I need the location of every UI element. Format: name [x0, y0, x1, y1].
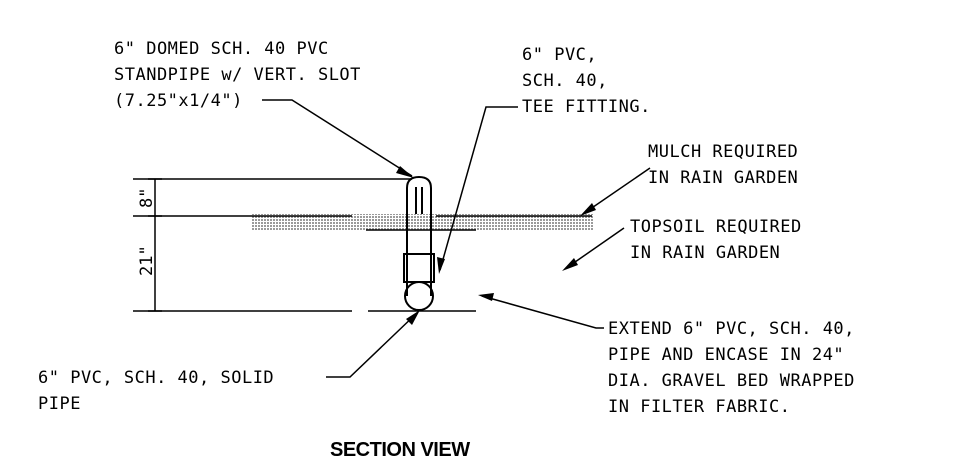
- tee-label-line2: SCH. 40,: [522, 71, 608, 91]
- mulch-layer: [252, 214, 594, 230]
- solid-pipe-label-line2: PIPE: [38, 394, 81, 414]
- topsoil-label-line1: TOPSOIL REQUIRED: [630, 217, 802, 237]
- section-view-title: SECTION VIEW: [330, 439, 470, 461]
- arrow-solid-pipe: [406, 310, 420, 325]
- standpipe-label-line3: (7.25"x1/4"): [114, 91, 243, 111]
- solid-pipe-section: [404, 281, 434, 311]
- leader-extend: [481, 295, 604, 329]
- extend-label-line4: IN FILTER FABRIC.: [608, 397, 791, 417]
- tee-label-line3: TEE FITTING.: [522, 97, 651, 117]
- leader-solid-pipe: [326, 311, 419, 378]
- tee-fitting-body: [403, 253, 435, 283]
- leader-standpipe: [262, 99, 413, 177]
- dimension-bottom: 21": [137, 245, 157, 276]
- arrow-extend: [478, 293, 494, 301]
- standpipe-label-line1: 6" DOMED SCH. 40 PVC: [114, 39, 329, 59]
- arrow-standpipe: [396, 166, 414, 178]
- domed-standpipe: [406, 175, 432, 296]
- leader-mulch: [582, 167, 651, 215]
- arrow-tee: [437, 257, 445, 274]
- mulch-label-line1: MULCH REQUIRED: [648, 142, 798, 162]
- leader-tee: [439, 106, 518, 271]
- tee-label-line1: 6" PVC,: [522, 45, 597, 65]
- extend-label-line1: EXTEND 6" PVC, SCH. 40,: [608, 319, 855, 339]
- arrow-topsoil: [562, 258, 578, 271]
- extend-label-line2: PIPE AND ENCASE IN 24": [608, 345, 844, 365]
- dimension-top: 8": [137, 188, 157, 208]
- mulch-label-line2: IN RAIN GARDEN: [648, 168, 798, 188]
- extend-label-line3: DIA. GRAVEL BED WRAPPED: [608, 371, 855, 391]
- arrow-mulch: [580, 203, 596, 216]
- topsoil-label-line2: IN RAIN GARDEN: [630, 243, 780, 263]
- solid-pipe-label-line1: 6" PVC, SCH. 40, SOLID: [38, 368, 274, 388]
- standpipe-label-line2: STANDPIPE w/ VERT. SLOT: [114, 65, 361, 85]
